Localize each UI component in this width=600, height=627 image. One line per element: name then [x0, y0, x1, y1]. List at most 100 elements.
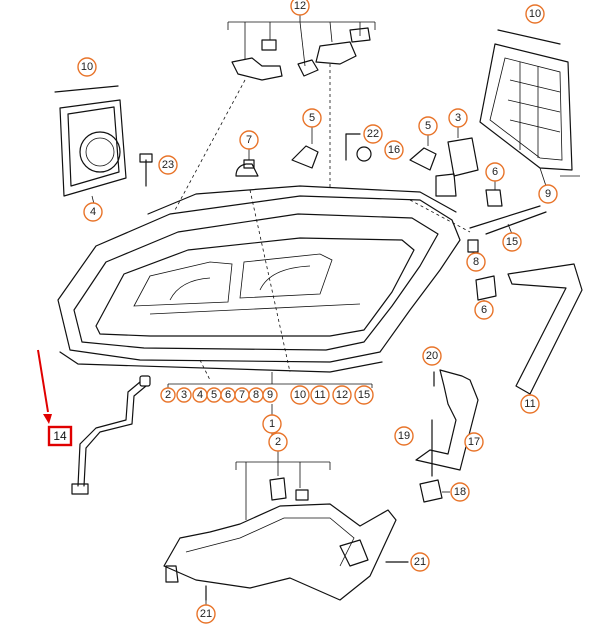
callout-c1[interactable]: 1: [262, 414, 282, 434]
callout-circle: [466, 252, 486, 272]
part-group-12: [174, 14, 376, 211]
callout-circle: [474, 300, 494, 320]
row-callout-circle: [262, 387, 278, 403]
callout-c22[interactable]: 22: [363, 124, 383, 144]
callout-label: 10: [529, 8, 541, 20]
callout-c8[interactable]: 8: [466, 252, 486, 272]
callout-c12[interactable]: 12: [290, 0, 310, 16]
row-callout-label: 15: [358, 389, 370, 401]
row-callout[interactable]: 15: [354, 385, 374, 405]
callout-c23[interactable]: 23: [158, 155, 178, 175]
row-callout-label: 5: [211, 389, 217, 401]
callout-circle: [525, 4, 545, 24]
row-callout-circle: [290, 385, 310, 405]
callout-label: 18: [454, 486, 466, 498]
row-callout[interactable]: 6: [220, 387, 236, 403]
callout-c19[interactable]: 19: [394, 426, 414, 446]
callout-c21b[interactable]: 21: [196, 604, 216, 624]
row-callout-label: 12: [336, 389, 348, 401]
highlight-arrow: [37, 349, 52, 424]
callout-label: 22: [367, 128, 379, 140]
callout-label: 19: [398, 430, 410, 442]
callout-label: 16: [388, 144, 400, 156]
callout-c20[interactable]: 20: [422, 346, 442, 366]
callout-circle: [520, 394, 540, 414]
callout-label: 7: [246, 134, 252, 146]
callout-c6b[interactable]: 6: [474, 300, 494, 320]
callout-c10b[interactable]: 10: [525, 4, 545, 24]
callout-label: 12: [294, 0, 306, 12]
callout-circle: [502, 232, 522, 252]
row-callout-circle: [176, 387, 192, 403]
callout-c17[interactable]: 17: [464, 432, 484, 452]
callout-c10a[interactable]: 10: [77, 57, 97, 77]
part-cable-14: [71, 375, 151, 495]
row-callout-label: 4: [197, 389, 203, 401]
row-callout-circle: [310, 385, 330, 405]
callout-label: 6: [481, 304, 487, 316]
part-bulbs: [139, 126, 547, 302]
row-callout-label: 11: [314, 389, 325, 401]
callout-circle: [302, 108, 322, 128]
row-callout-label: 2: [165, 389, 171, 401]
highlighted-callout-14[interactable]: 14: [47, 425, 73, 447]
row-callout-label: 10: [294, 389, 306, 401]
callout-c5b[interactable]: 5: [418, 116, 438, 136]
row-callout[interactable]: 12: [332, 385, 352, 405]
part-reflector-strip: [507, 263, 583, 396]
callout-c3[interactable]: 3: [448, 108, 468, 128]
row-callout-label: 6: [225, 389, 231, 401]
callout-label: 21: [200, 608, 212, 620]
callout-c18[interactable]: 18: [450, 482, 470, 502]
callout-c7[interactable]: 7: [239, 130, 259, 150]
callout-c5a[interactable]: 5: [302, 108, 322, 128]
row-callout[interactable]: 2: [160, 387, 176, 403]
callout-circle: [77, 57, 97, 77]
callout-c6a[interactable]: 6: [485, 162, 505, 182]
callout-c4[interactable]: 4: [83, 202, 103, 222]
part-headlight-housing: [57, 185, 471, 381]
callout-c21a[interactable]: 21: [410, 552, 430, 572]
row-callout[interactable]: 3: [176, 387, 192, 403]
callout-circle: [196, 604, 216, 624]
callout-label: 23: [162, 159, 174, 171]
callout-c2[interactable]: 2: [268, 432, 288, 452]
row-callout[interactable]: 5: [206, 387, 222, 403]
callout-label: 21: [414, 556, 426, 568]
callout-c15[interactable]: 15: [502, 232, 522, 252]
callout-label: 3: [455, 112, 461, 124]
callout-circle: [158, 155, 178, 175]
row-callout[interactable]: 9: [262, 387, 278, 403]
row-callout[interactable]: 4: [192, 387, 208, 403]
callout-circle: [418, 116, 438, 136]
callout-circle: [422, 346, 442, 366]
callout-circle: [410, 552, 430, 572]
row-callout[interactable]: 10: [290, 385, 310, 405]
callout-c11[interactable]: 11: [520, 394, 540, 414]
row-callout[interactable]: 7: [234, 387, 250, 403]
callout-label: 10: [81, 61, 93, 73]
callout-circle: [83, 202, 103, 222]
row-callout-label: 9: [267, 389, 273, 401]
part-cover-left: [54, 85, 127, 205]
row-callout-label: 7: [239, 389, 245, 401]
callout-label: 5: [309, 112, 315, 124]
callout-label: 20: [426, 350, 438, 362]
highlighted-callout-label: 14: [53, 429, 67, 443]
part-lower-bracket: [163, 450, 409, 606]
row-callout-circle: [160, 387, 176, 403]
callout-circle: [239, 130, 259, 150]
callout-label: 5: [425, 120, 431, 132]
callout-label: 4: [90, 206, 96, 218]
callout-circle: [485, 162, 505, 182]
callout-c9[interactable]: 9: [538, 184, 558, 204]
callout-label: 6: [492, 166, 498, 178]
callout-c16[interactable]: 16: [384, 140, 404, 160]
callout-label: 11: [524, 398, 535, 410]
callout-label: 1: [269, 418, 275, 430]
row-callout[interactable]: 11: [310, 385, 330, 405]
callout-label: 8: [473, 256, 479, 268]
row-callout-label: 8: [253, 389, 259, 401]
row-callout[interactable]: 8: [248, 387, 264, 403]
